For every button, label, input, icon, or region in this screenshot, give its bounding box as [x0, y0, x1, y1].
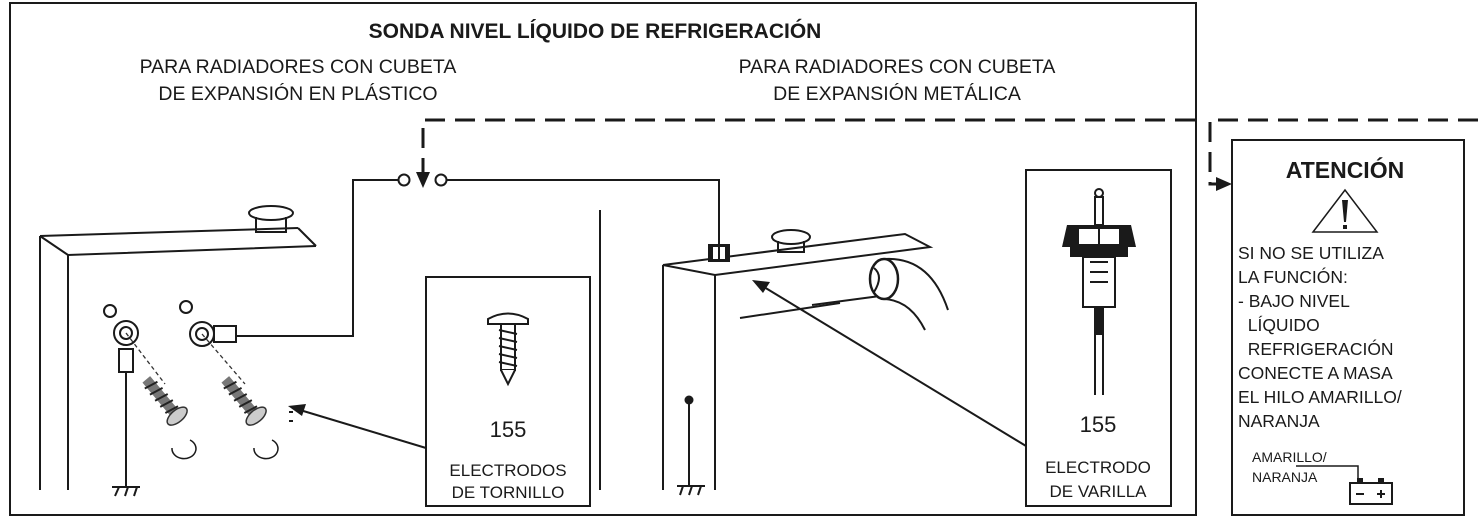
- screw-icon-2: [221, 376, 267, 426]
- wire-label-line1: AMARILLO/: [1252, 449, 1327, 465]
- warning-line-4: LÍQUIDO: [1238, 315, 1320, 335]
- warning-arrow-icon: [1216, 177, 1232, 191]
- screw-caption-line2: DE TORNILLO: [452, 483, 565, 502]
- ground-symbol-1: [112, 486, 140, 497]
- hose-outlet: [868, 257, 949, 331]
- rotate-arrow-icon-1: [171, 439, 197, 460]
- dashed-control-line: [416, 118, 1478, 191]
- switch-arrow-icon: [416, 172, 430, 188]
- screw-electrodes-callout: 155 ELECTRODOS DE TORNILLO: [288, 276, 591, 507]
- warning-box: ATENCIÓN SI NO SE UTILIZA LA FUNCIÓN: - …: [1231, 139, 1465, 516]
- diagram-title: SONDA NIVEL LÍQUIDO DE REFRIGERACIÓN: [369, 19, 822, 43]
- wire-label-line2: NARANJA: [1252, 469, 1318, 485]
- warning-line-1: SI NO SE UTILIZA: [1238, 243, 1384, 263]
- screw-icon-1: [142, 376, 188, 426]
- warning-line-6: CONECTE A MASA: [1238, 363, 1393, 383]
- rod-caption-line1: ELECTRODO: [1045, 458, 1151, 477]
- screw-electrode-assembly-2: [179, 300, 299, 460]
- warning-line-7: EL HILO AMARILLO/: [1238, 387, 1402, 407]
- callout-arrow-icon-left: [288, 404, 306, 416]
- warning-heading: ATENCIÓN: [1286, 156, 1404, 183]
- filler-cap-right: [771, 229, 811, 253]
- metal-tank-subtitle-line1: PARA RADIADORES CON CUBETA: [739, 56, 1056, 78]
- metal-radiator: [662, 225, 949, 496]
- warning-line-2: LA FUNCIÓN:: [1238, 266, 1348, 287]
- warning-line-8: NARANJA: [1238, 411, 1320, 431]
- plastic-radiator: [39, 205, 601, 490]
- plastic-tank-subtitle-line1: PARA RADIADORES CON CUBETA: [140, 56, 457, 78]
- main-frame: [9, 2, 1197, 516]
- screw-part-number: 155: [490, 417, 527, 442]
- battery-icon: [1349, 478, 1393, 505]
- selector-switch: [236, 173, 720, 337]
- screw-caption-line1: ELECTRODOS: [449, 461, 566, 480]
- rod-electrode-callout: 155 ELECTRODO DE VARILLA: [752, 169, 1172, 507]
- plastic-tank-subtitle-line2: DE EXPANSIÓN EN PLÁSTICO: [158, 82, 437, 105]
- metal-tank-subtitle-line2: DE EXPANSIÓN METÁLICA: [773, 82, 1021, 105]
- screw-electrode-assembly-1: [103, 304, 197, 497]
- warning-line-3: - BAJO NIVEL: [1238, 291, 1350, 311]
- rod-electrode-icon: [1062, 188, 1136, 395]
- filler-cap-left: [248, 205, 294, 233]
- callout-arrow-icon-right: [752, 280, 770, 293]
- screw-part-icon: [487, 312, 529, 387]
- probe-mounted: [708, 225, 730, 262]
- warning-triangle-icon: [1311, 188, 1379, 233]
- warning-line-5: REFRIGERACIÓN: [1238, 338, 1394, 359]
- rotate-arrow-icon-2: [253, 439, 279, 460]
- rod-part-number: 155: [1080, 412, 1117, 437]
- ground-symbol-2: [677, 395, 705, 496]
- rod-caption-line2: DE VARILLA: [1049, 482, 1147, 501]
